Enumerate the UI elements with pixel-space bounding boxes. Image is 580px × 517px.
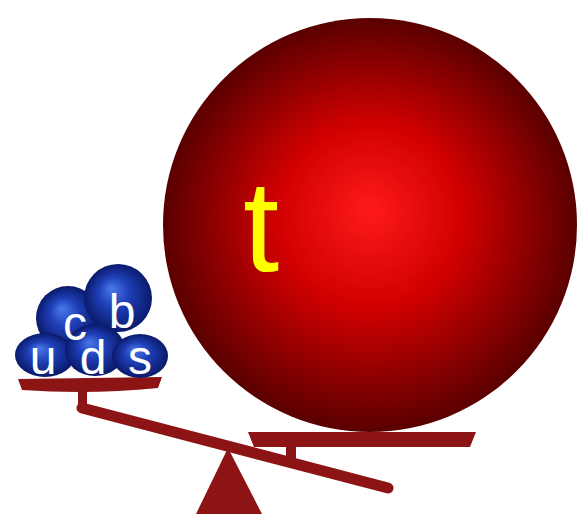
quark-letter: b [109, 288, 136, 336]
strange-quark-sphere: s [112, 334, 168, 378]
bottom-quark-sphere: b [84, 264, 152, 332]
top-quark-sphere: t [163, 18, 577, 432]
quark-letter: d [80, 334, 107, 382]
quark-letter: s [128, 334, 152, 382]
quark-letter: u [30, 334, 57, 382]
sphere-shape [163, 18, 577, 432]
right-pan-stem [286, 444, 296, 466]
sphere-fill [163, 18, 577, 432]
fulcrum [196, 448, 262, 514]
quark-letter: t [243, 161, 279, 291]
right-pan [248, 432, 476, 447]
